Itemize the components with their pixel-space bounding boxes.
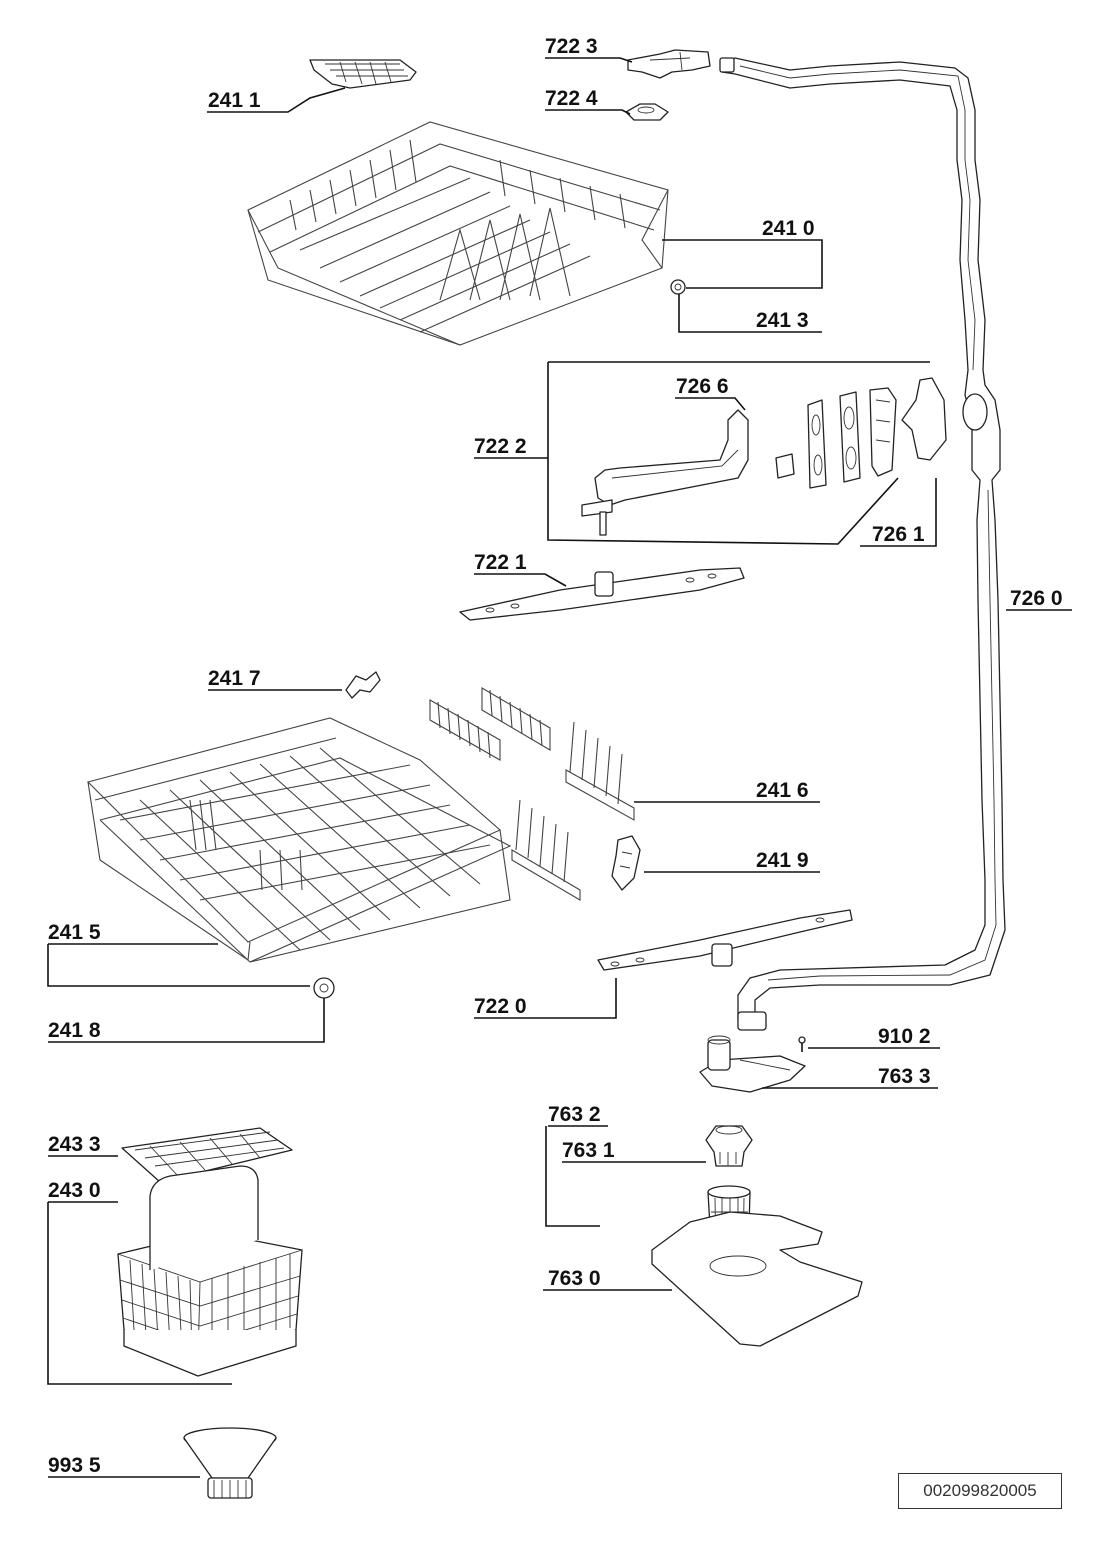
- label-241-9: 241 9: [756, 849, 809, 872]
- label-722-3: 722 3: [545, 35, 598, 58]
- upper-cutlery-tray: [309, 59, 417, 89]
- sump-connector-part: [699, 1035, 806, 1093]
- filter-cap-part: [705, 1125, 753, 1167]
- label-241-0: 241 0: [762, 217, 815, 240]
- label-722-0: 722 0: [474, 995, 527, 1018]
- basket-clip-part: [345, 671, 381, 699]
- part-number-labels: 722 3 722 4 241 1 241 0 241 3 726 6 722 …: [48, 35, 1063, 1477]
- screw-part: [798, 1036, 806, 1052]
- upper-basket: [247, 121, 669, 346]
- label-241-7: 241 7: [208, 667, 261, 690]
- pipe-connector-part: [627, 49, 711, 79]
- salt-funnel-part: [183, 1427, 277, 1499]
- label-722-4: 722 4: [545, 87, 598, 110]
- label-763-0: 763 0: [548, 1267, 601, 1290]
- water-pipe-assembly: [719, 57, 1006, 1031]
- label-722-2: 722 2: [474, 435, 527, 458]
- label-241-5: 241 5: [48, 921, 101, 944]
- label-241-6: 241 6: [756, 779, 809, 802]
- label-993-5: 993 5: [48, 1454, 101, 1477]
- label-726-0: 726 0: [1010, 587, 1063, 610]
- label-910-2: 910 2: [878, 1025, 931, 1048]
- upper-spray-arm: [459, 567, 745, 621]
- upper-spray-arm-assembly: [547, 361, 947, 545]
- label-763-3: 763 3: [878, 1065, 931, 1088]
- label-241-1: 241 1: [208, 89, 261, 112]
- cutlery-basket-lid: [121, 1127, 293, 1183]
- label-726-6: 726 6: [676, 375, 729, 398]
- connector-seal-part: [625, 103, 669, 121]
- lower-spray-arm: [597, 909, 853, 971]
- label-241-8: 241 8: [48, 1019, 101, 1042]
- filter-plate-part: [651, 1211, 863, 1347]
- leader-lines: [47, 57, 1072, 1478]
- folding-tine-racks: [429, 687, 635, 901]
- label-763-2: 763 2: [548, 1103, 601, 1126]
- label-243-0: 243 0: [48, 1179, 101, 1202]
- lower-basket-wheel: [313, 977, 335, 999]
- label-243-3: 243 3: [48, 1133, 101, 1156]
- label-726-1: 726 1: [872, 523, 925, 546]
- label-722-1: 722 1: [474, 551, 527, 574]
- tine-clip-part: [611, 835, 641, 891]
- basket-wheel-part: [670, 279, 686, 295]
- label-763-1: 763 1: [562, 1139, 615, 1162]
- reference-code: 002099820005: [898, 1473, 1062, 1509]
- cutlery-basket: [117, 1165, 303, 1377]
- label-241-3: 241 3: [756, 309, 809, 332]
- lower-basket: [86, 717, 512, 963]
